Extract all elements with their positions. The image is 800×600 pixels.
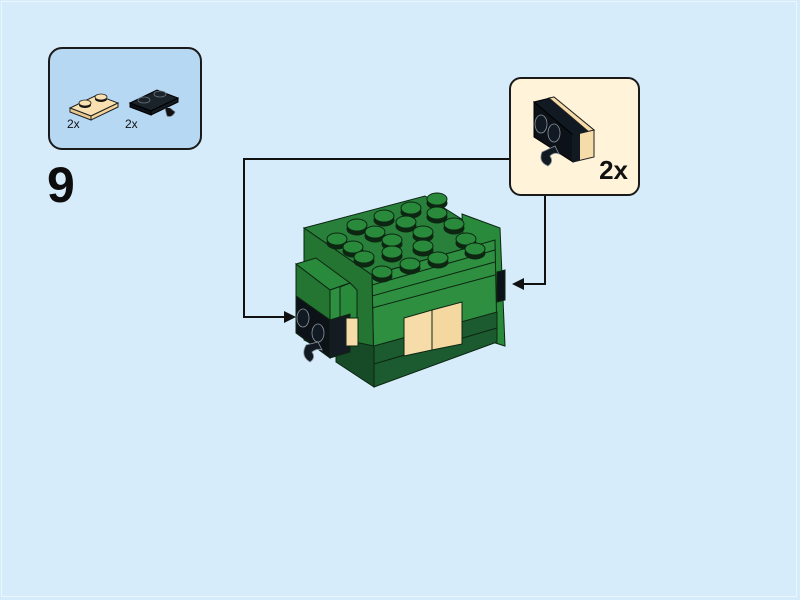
black-clip-plate-icon bbox=[128, 89, 180, 117]
callout-quantity: 2x bbox=[599, 155, 628, 185]
parts-list-icons bbox=[68, 89, 180, 121]
tan-plate-icon bbox=[68, 93, 120, 121]
parts-item-quantity: 2x bbox=[67, 117, 80, 131]
parts-item-quantity: 2x bbox=[125, 117, 138, 131]
parts-list-box: 2x 2x bbox=[48, 47, 202, 150]
step-number: 9 bbox=[47, 157, 75, 213]
sub-assembly-callout: 2x bbox=[509, 77, 640, 196]
callout-assembly-icon bbox=[532, 96, 596, 167]
